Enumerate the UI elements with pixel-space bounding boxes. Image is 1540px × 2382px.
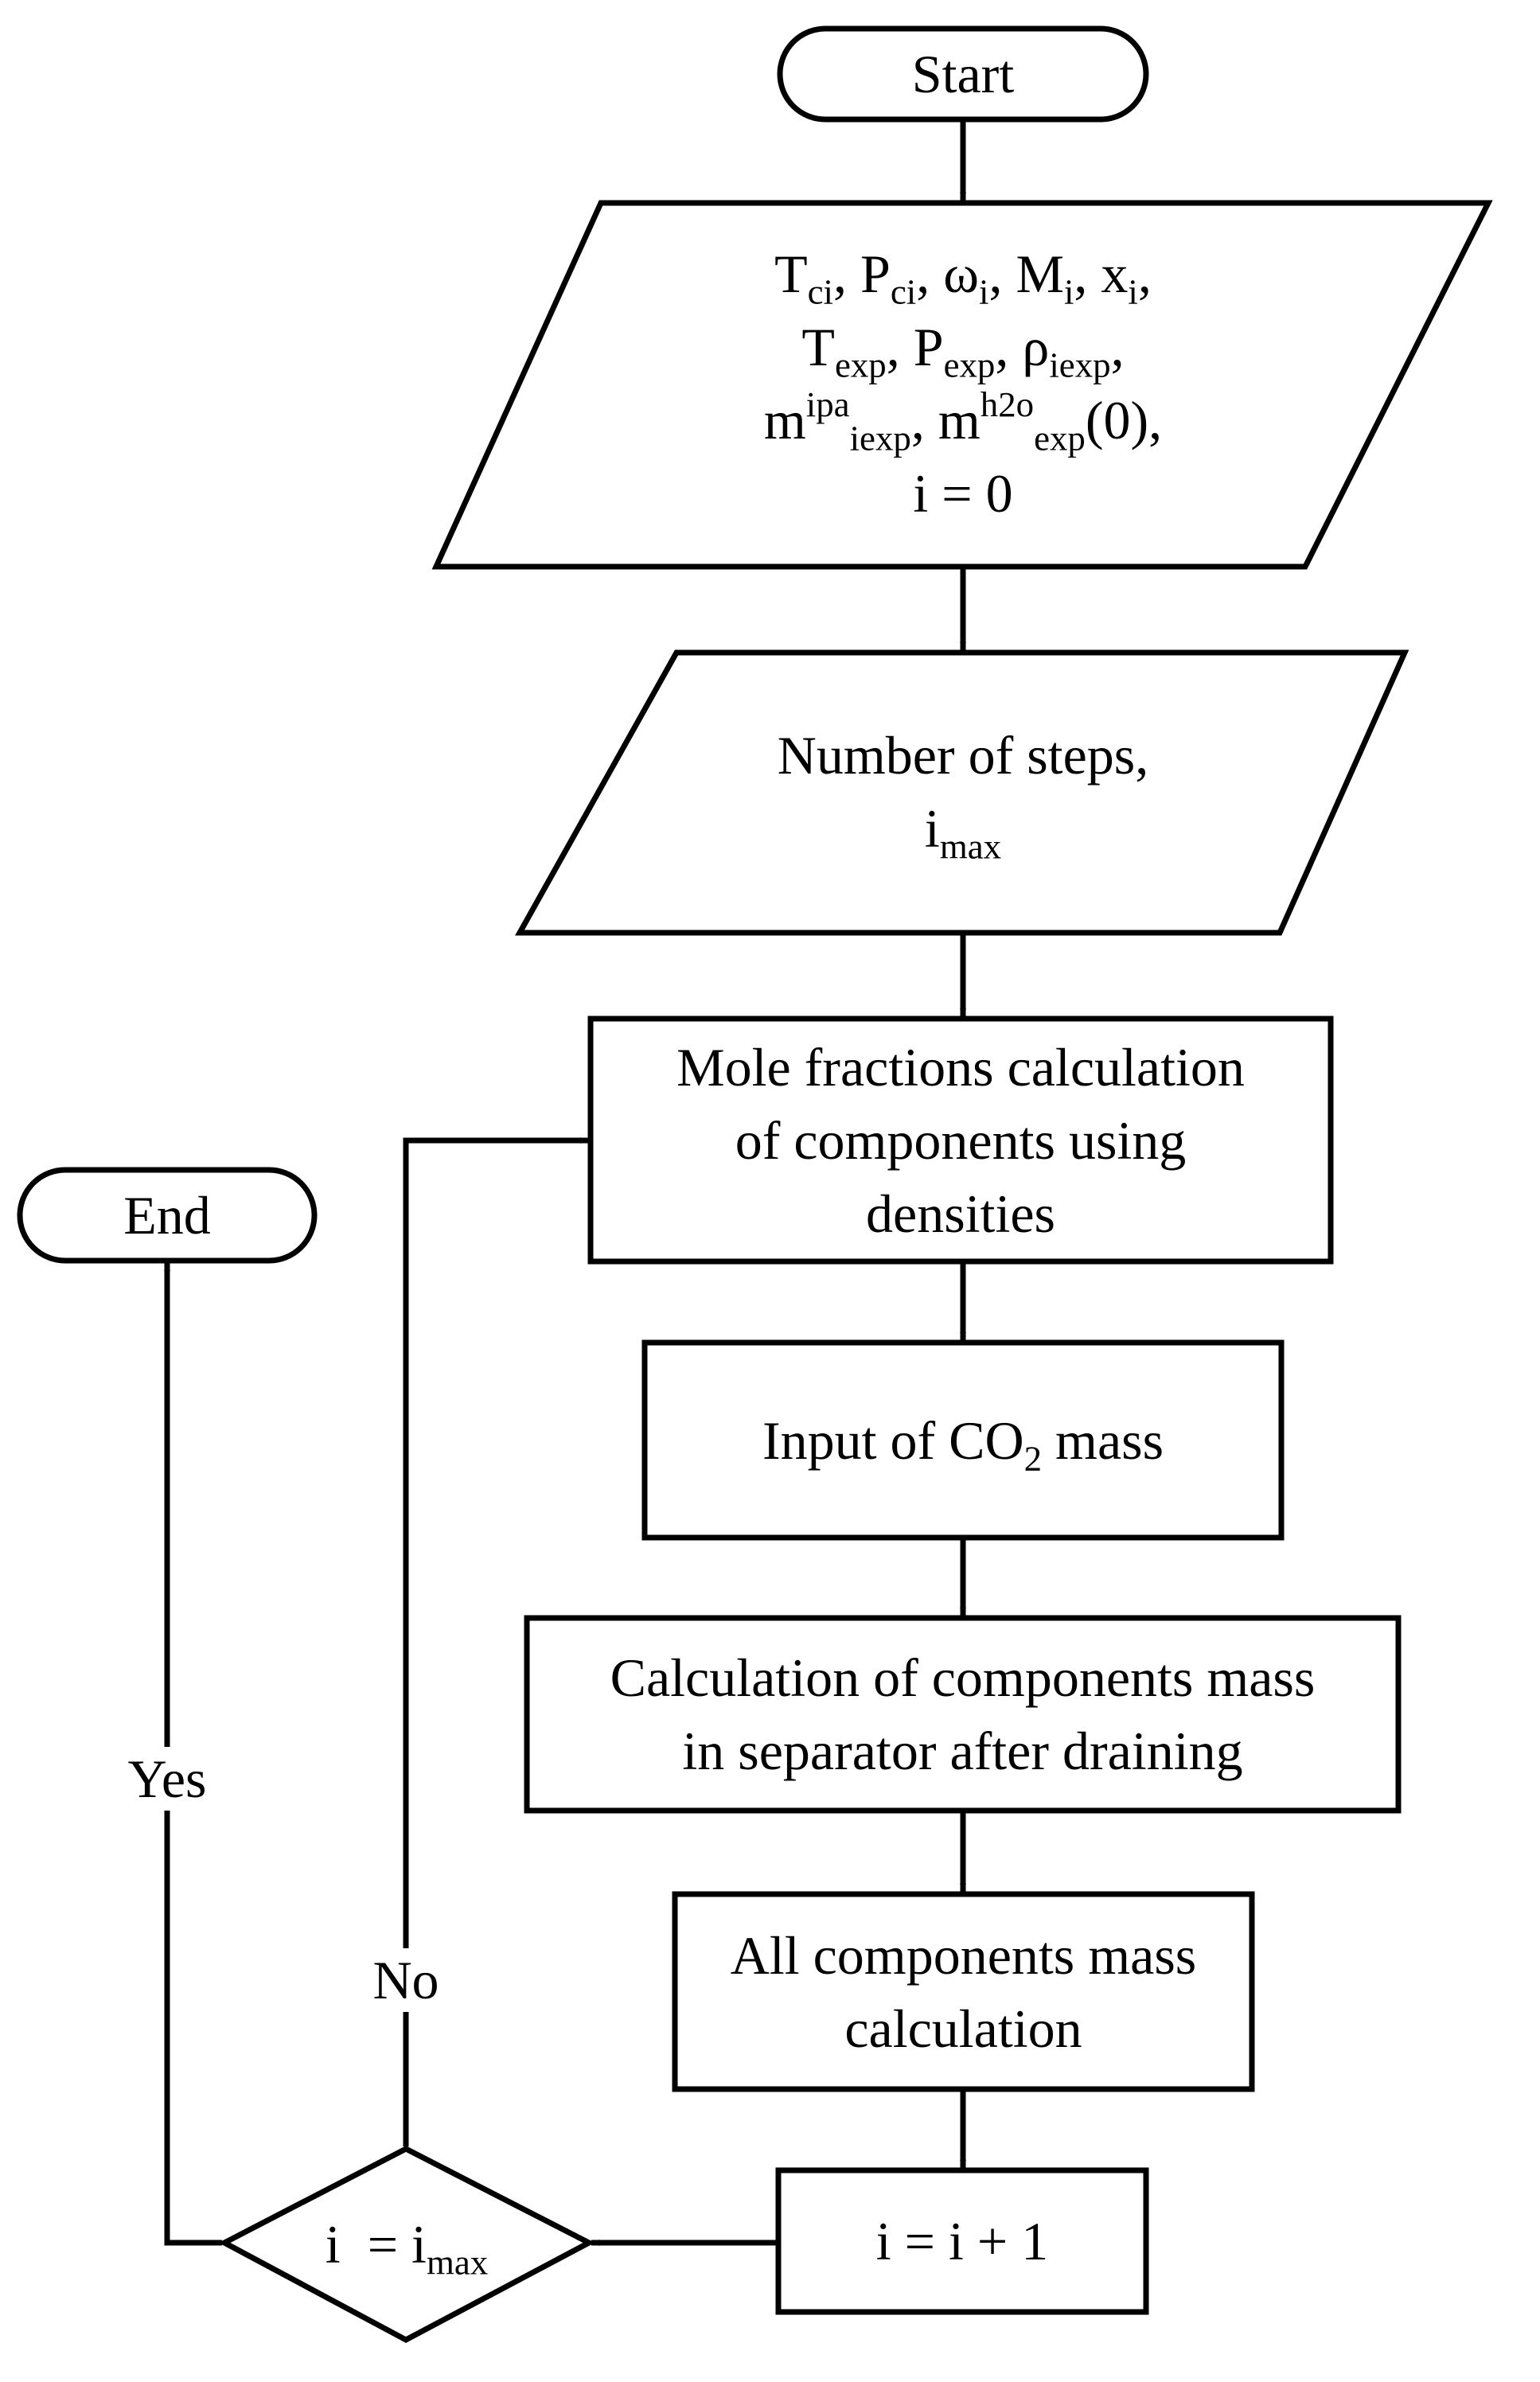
co2-input-label: Input of CO2 mass: [645, 1343, 1281, 1538]
steps-line-1: Number of steps,: [777, 725, 1149, 786]
end-terminal: [17, 1167, 318, 1264]
co2-input-box: [641, 1339, 1285, 1541]
inputs-row-2: Texp, Pexp, ρiexp,: [801, 310, 1124, 384]
decision-text: i = imax: [325, 2214, 489, 2283]
steps-parallelogram: [515, 649, 1409, 936]
all-mass-label: All components mass calculation: [675, 1894, 1252, 2089]
var-omega: ωi,: [943, 244, 1016, 312]
arrow-decision-no-loop: [403, 1137, 588, 2146]
end-label-text: End: [123, 1185, 211, 1246]
mole-fractions-line-1: Mole fractions calculation: [676, 1036, 1245, 1097]
var-m-ipa: mipaiexp: [763, 384, 911, 458]
decision-diamond: [218, 2146, 595, 2343]
increment-box: [775, 2167, 1149, 2315]
mole-fractions-label: Mole fractions calculation of components…: [591, 1019, 1331, 1261]
var-pci: Pci,: [860, 244, 944, 312]
separator-mass-line-2: in separator after draining: [682, 1721, 1243, 1781]
mole-fractions-line-2: of components using: [735, 1109, 1187, 1171]
co2-input-text: Input of CO2 mass: [762, 1409, 1164, 1478]
inputs-parallelogram: [431, 200, 1493, 570]
start-terminal: [777, 25, 1149, 123]
decision-label: i = imax: [224, 2149, 589, 2340]
separator-mass-box: [524, 1615, 1402, 1814]
all-mass-line-1: All components mass: [730, 1924, 1197, 1986]
var-pexp: Pexp,: [913, 317, 1023, 385]
var-texp: Texp,: [801, 317, 914, 385]
mole-fractions-box: [587, 1016, 1334, 1265]
var-xi: xi,: [1101, 244, 1152, 312]
inputs-label: Tci, Pci, ωi, Mi, xi, Texp, Pexp, ρiexp,…: [573, 209, 1353, 559]
inputs-row-1: Tci, Pci, ωi, Mi, xi,: [774, 237, 1152, 310]
start-label: Start: [780, 29, 1146, 119]
edge-label-no: No: [354, 1948, 458, 2012]
increment-label: i = i + 1: [778, 2170, 1146, 2312]
separator-mass-line-1: Calculation of components mass: [610, 1647, 1316, 1708]
end-label: End: [20, 1170, 314, 1261]
steps-line-2: imax: [924, 798, 1002, 867]
var-m-h2o: mh2oexp(0),: [938, 384, 1163, 458]
increment-text: i = i + 1: [875, 2211, 1049, 2271]
var-mi: Mi,: [1016, 244, 1101, 312]
inputs-row-4: i = 0: [913, 463, 1013, 524]
all-mass-box: [672, 1891, 1255, 2092]
separator-mass-label: Calculation of components mass in separa…: [527, 1618, 1398, 1811]
mole-fractions-line-3: densities: [866, 1183, 1055, 1244]
start-label-text: Start: [911, 44, 1015, 104]
inputs-row-3: mipaiexp, mh2oexp(0),: [763, 384, 1163, 458]
var-rho: ρiexp,: [1022, 317, 1125, 385]
edge-label-yes: Yes: [103, 1747, 231, 1811]
all-mass-line-2: calculation: [844, 1998, 1082, 2059]
arrow-decision-yes-to-end: [164, 1263, 222, 2246]
steps-label: Number of steps, imax: [605, 676, 1321, 907]
var-tci: Tci,: [774, 244, 861, 312]
